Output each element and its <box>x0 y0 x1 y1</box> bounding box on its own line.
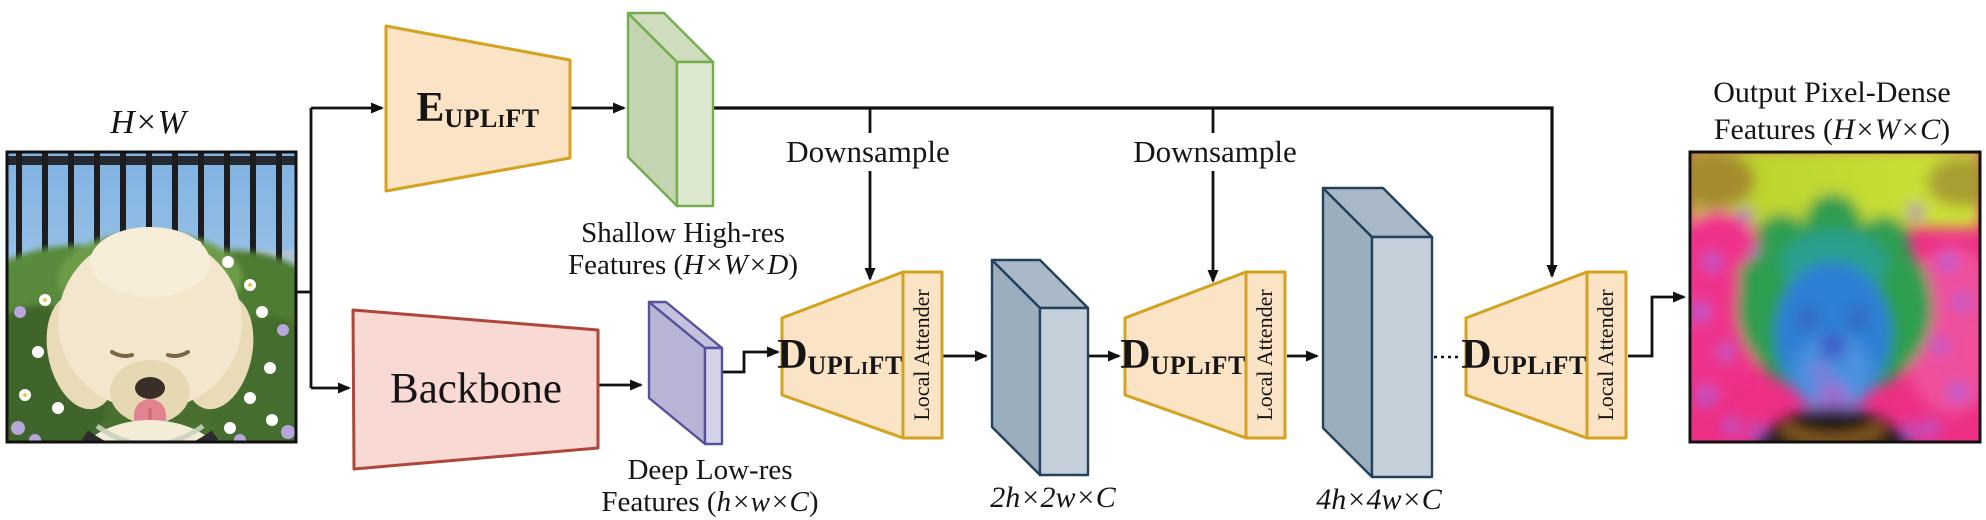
features-4h4w-box-side-face <box>1370 235 1434 479</box>
arrow-decoder3-to-output <box>1628 291 1686 358</box>
deep-features-box-side-face <box>703 346 724 446</box>
decoder2-attender-box <box>1244 270 1287 440</box>
input-size-label: H×W <box>110 104 186 141</box>
arrow-deep-to-decoder1 <box>722 346 780 374</box>
backbone-block <box>351 308 600 471</box>
decoder1-label: DUPLiFT <box>777 332 903 380</box>
shallow-features-box <box>626 11 715 208</box>
features-2h2w-box-side-face <box>1038 306 1090 477</box>
output-image-border <box>1688 150 1982 444</box>
shallow-features-box-side-face <box>675 60 715 208</box>
decoder1-attender-box <box>901 270 944 440</box>
encoder-symbol: E <box>416 85 445 132</box>
decoder3-block <box>1464 270 1628 440</box>
deep-features-line1: Deep Low-res <box>627 454 793 486</box>
features-2h2w-box <box>990 258 1090 477</box>
shallow-features-line2: Features (H×W×D) <box>567 249 799 281</box>
encoder-block <box>384 24 572 193</box>
downsample-label-2: Downsample <box>1133 134 1297 169</box>
deep-features-label: Deep Low-res Features (h×w×C) <box>601 454 818 518</box>
skip-connection-line <box>713 106 1558 278</box>
fence <box>7 152 296 304</box>
dog <box>46 227 254 442</box>
decoder3-label: DUPLiFT <box>1461 332 1587 380</box>
decoder2-attender-label: Local Attender <box>1252 289 1277 421</box>
encoder-subscript: UPLiFT <box>444 103 540 133</box>
decoder1-attender-label: Local Attender <box>909 289 934 421</box>
backbone-label: Backbone <box>390 365 562 413</box>
deep-features-line2: Features (h×w×C) <box>601 486 819 518</box>
output-features-line1: Output Pixel-Dense <box>1713 76 1951 109</box>
shallow-features-line1: Shallow High-res <box>581 217 785 249</box>
shallow-features-label: Shallow High-res Features (H×W×D) <box>568 217 798 281</box>
features-4h4w-box-main-face <box>1321 186 1374 479</box>
decoder2-label: DUPLiFT <box>1120 332 1246 380</box>
input-image-border <box>5 150 298 444</box>
deep-features-box <box>647 300 724 446</box>
decoder3-attender-label: Local Attender <box>1593 289 1618 421</box>
decoder3-attender-box <box>1585 270 1628 440</box>
output-features-line2: Features (H×W×C) <box>1713 113 1951 146</box>
connectors <box>296 102 1686 394</box>
input-image <box>5 150 298 444</box>
downsample-label-1: Downsample <box>786 134 950 169</box>
output-features-label: Output Pixel-Dense Features (H×W×C) <box>1713 74 1950 148</box>
decoder2-block <box>1123 270 1287 440</box>
features-4h4w-box <box>1321 186 1434 479</box>
dim-label-2h2w: 2h×2w×C <box>990 481 1116 514</box>
encoder-label: EUPLiFT <box>416 84 539 134</box>
decoder1-block <box>780 270 944 440</box>
output-image <box>1688 150 1982 444</box>
dim-label-4h4w: 4h×4w×C <box>1316 483 1442 516</box>
